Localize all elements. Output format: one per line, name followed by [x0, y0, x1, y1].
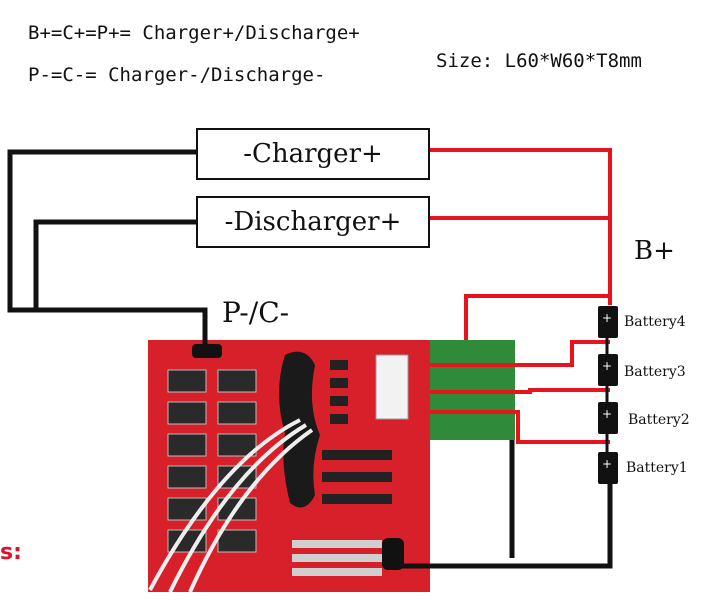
white-sense-wires: [148, 418, 314, 593]
discharger-box: -Discharger+: [196, 196, 430, 248]
svg-text:+: +: [602, 359, 612, 373]
control-chips: [322, 360, 392, 504]
b-plus-label: B+: [634, 236, 675, 266]
p-minus-c-minus-label: P-/C-: [222, 296, 290, 329]
battery-cells: + + + +: [598, 306, 618, 484]
svg-text:+: +: [602, 311, 612, 325]
battery4-label: Battery4: [624, 314, 686, 330]
positive-wires: [430, 148, 612, 444]
svg-text:+: +: [602, 457, 612, 471]
p-minus-pad: [192, 344, 222, 358]
charger-box: -Charger+: [196, 128, 430, 180]
svg-text:+: +: [602, 407, 612, 421]
b-minus-pad: [382, 538, 404, 570]
side-text-fragment: s:: [0, 540, 22, 565]
balance-connector: [375, 354, 409, 420]
battery1-label: Battery1: [626, 460, 688, 476]
battery3-label: Battery3: [624, 364, 686, 380]
header-equation-negative: P-=C-= Charger-/Discharge-: [28, 64, 326, 86]
header-equation-positive: B+=C+=P+= Charger+/Discharge+: [28, 22, 360, 44]
board-size-label: Size: L60*W60*T8mm: [436, 50, 642, 72]
mosfet-array: [167, 369, 257, 553]
battery2-label: Battery2: [628, 412, 690, 428]
current-shunts: [292, 540, 382, 576]
